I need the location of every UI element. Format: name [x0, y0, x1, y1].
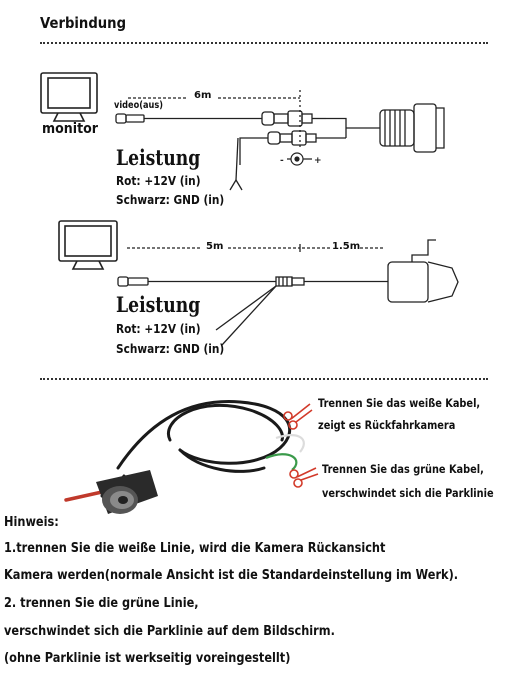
scissors-icon-2 — [289, 467, 319, 488]
polarity-icon — [287, 152, 312, 166]
power-title-2: Leistung — [116, 292, 201, 317]
note-line-4: verschwindet sich die Parklinie auf dem … — [4, 623, 335, 639]
page-title: Verbindung — [40, 14, 127, 32]
power-red-1: Rot: +12V (in) — [116, 174, 201, 188]
length-6m-label: 6m — [194, 90, 212, 101]
note-line-2: Kamera werden(normale Ansicht ist die St… — [4, 567, 459, 583]
monitor-label: monitor — [42, 121, 98, 137]
note-line-3: 2. trennen Sie die grüne Linie, — [4, 595, 199, 611]
power-red-2: Rot: +12V (in) — [116, 322, 201, 336]
divider-middle — [40, 378, 488, 380]
note-line-1: 1.trennen Sie die weiße Linie, wird die … — [4, 540, 386, 556]
length-5m-label: 5m — [206, 241, 224, 252]
divider-top — [40, 42, 488, 44]
monitor-icon — [40, 72, 98, 122]
white-cut-line2: zeigt es Rückfahrkamera — [318, 418, 456, 432]
svg-text:-: - — [280, 156, 284, 166]
notes-heading: Hinweis: — [4, 514, 59, 530]
monitor-icon-2 — [58, 220, 118, 270]
power-black-1: Schwarz: GND (in) — [116, 193, 225, 207]
power-title-1: Leistung — [116, 145, 201, 170]
length-1-5m-label: 1.5m — [332, 241, 361, 252]
green-cut-line1: Trennen Sie das grüne Kabel, — [322, 462, 484, 476]
white-cut-line1: Trennen Sie das weiße Kabel, — [318, 396, 481, 410]
camera-cable-2 — [117, 239, 459, 346]
power-black-2: Schwarz: GND (in) — [116, 342, 225, 356]
scissors-icon-1 — [283, 403, 313, 430]
video-label: video(aus) — [114, 100, 163, 111]
video-cable — [115, 90, 445, 191]
note-line-5: (ohne Parklinie ist werkseitig voreinges… — [4, 650, 291, 666]
camera-body-icon — [96, 470, 158, 514]
svg-text:+: + — [314, 156, 322, 166]
green-cut-line2: verschwindet sich die Parklinie — [322, 486, 494, 500]
